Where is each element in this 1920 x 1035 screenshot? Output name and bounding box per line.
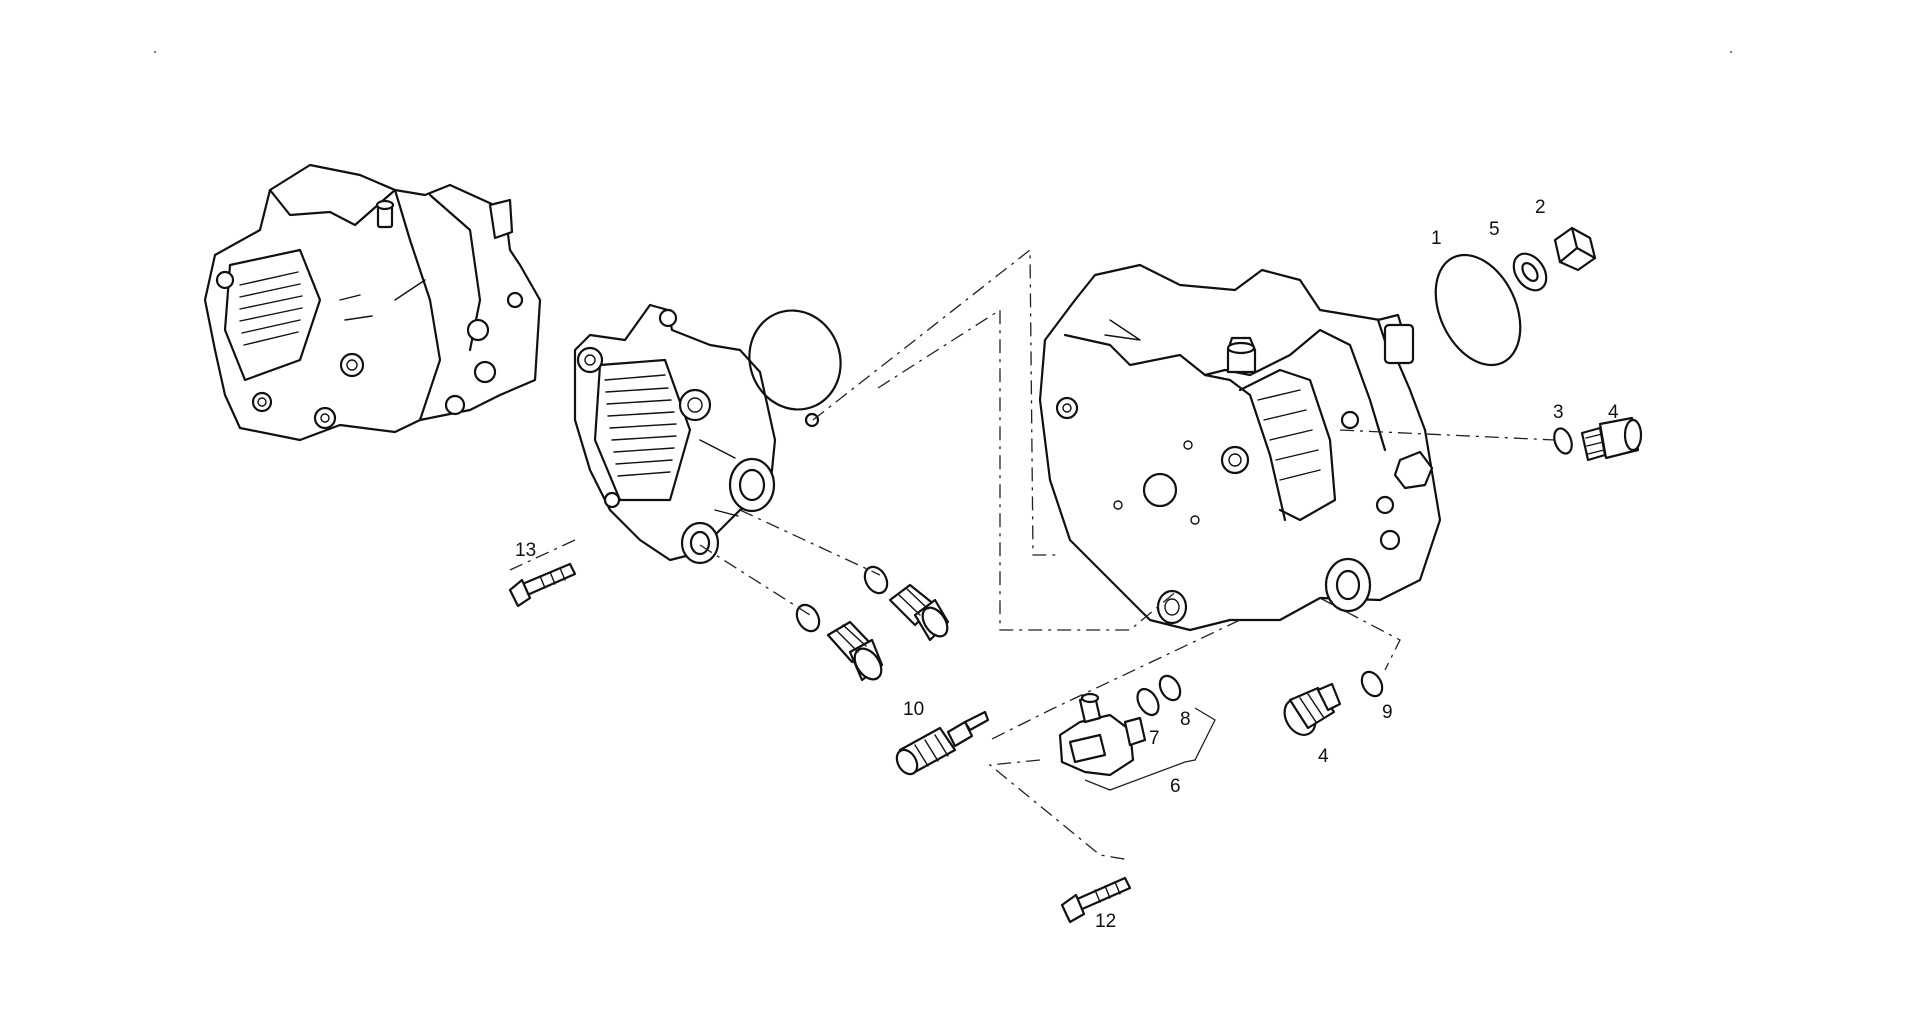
callout-5: 5 <box>1489 219 1500 240</box>
nut-2 <box>1553 226 1597 272</box>
cover-o-ring <box>748 309 842 428</box>
plug-4-lower <box>1283 682 1342 736</box>
cover-fitting-upper <box>888 583 950 642</box>
callout-4-lower: 4 <box>1318 746 1329 767</box>
bolt-12 <box>1060 876 1132 924</box>
large-o-ring <box>1434 253 1522 367</box>
cover-seal-upper <box>863 565 889 595</box>
cover-seal-lower <box>795 603 821 633</box>
pump-cover-plate <box>573 303 777 565</box>
assembly-lines <box>509 248 1556 861</box>
seal-9 <box>1360 670 1384 698</box>
main-pump-body <box>1038 263 1442 632</box>
sensor-10 <box>895 710 990 776</box>
seal-8 <box>1158 674 1182 702</box>
seal-3 <box>1553 427 1573 455</box>
callout-labels: 1 2 3 4 5 6 7 8 9 4 10 12 13 <box>515 197 1619 932</box>
seal-7 <box>1136 687 1160 717</box>
callout-8: 8 <box>1180 709 1191 730</box>
bracket-6 <box>1084 707 1216 791</box>
callout-7: 7 <box>1149 728 1160 749</box>
washer-5 <box>1512 252 1548 292</box>
bolt-13 <box>508 562 577 608</box>
callout-4-upper: 4 <box>1608 402 1619 423</box>
callout-2: 2 <box>1535 197 1546 218</box>
corner-marks <box>154 51 1732 53</box>
valve-6 <box>1058 692 1147 777</box>
callout-9: 9 <box>1382 702 1393 723</box>
callout-6: 6 <box>1170 776 1181 797</box>
callout-13: 13 <box>515 540 536 561</box>
callout-1: 1 <box>1431 228 1442 249</box>
plug-4-upper <box>1580 416 1643 462</box>
callout-3: 3 <box>1553 402 1564 423</box>
cover-fitting-lower <box>826 620 884 682</box>
callout-12: 12 <box>1095 911 1116 932</box>
callout-10: 10 <box>903 699 924 720</box>
assembled-pump <box>203 163 542 442</box>
